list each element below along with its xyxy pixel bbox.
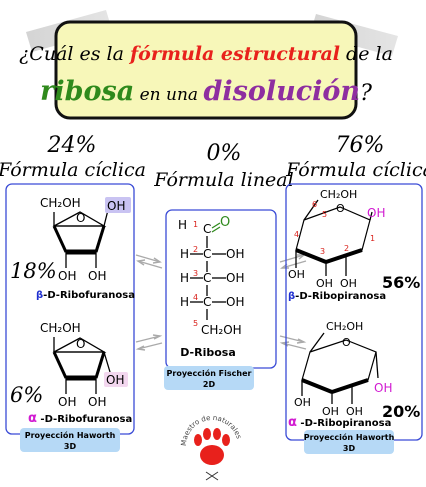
aldehyde-o: O (220, 215, 230, 230)
c2-oh: OH (340, 277, 357, 290)
svg-text:5: 5 (322, 210, 327, 219)
alpha-ribopyranose: CH₂OH O OH OH OH OH (294, 320, 392, 418)
logo-tool (205, 471, 219, 481)
left-caption-line1: Proyección Haworth (25, 430, 116, 440)
alpha-furanose-name: α -D-Ribofuranosa (28, 411, 132, 426)
c3-h: H (180, 271, 189, 285)
svg-text:4: 4 (193, 293, 198, 302)
anomeric-oh-highlight (104, 372, 128, 387)
anomeric-oh: OH (367, 206, 385, 220)
anomeric-oh-highlight (105, 197, 131, 213)
logo-text: Maestro de naturales (180, 414, 243, 446)
c1: C (203, 222, 211, 236)
c3-oh: OH (58, 269, 76, 283)
right-caption-line1: Proyección Haworth (304, 432, 395, 442)
left-label: Fórmula cíclica (0, 159, 146, 181)
c5-ch2oh: CH₂OH (320, 188, 357, 201)
paw-logo: Maestro de naturales (180, 414, 243, 481)
c4-oh: OH (288, 268, 305, 281)
middle-caption-line1: Proyección Fischer (167, 368, 252, 378)
middle-caption-line2: 2D (203, 380, 216, 389)
ring-oxygen: O (76, 337, 85, 351)
c4: C (203, 295, 211, 309)
middle-panel-frame (165, 209, 277, 369)
c5-ch2oh: CH₂OH (40, 196, 81, 210)
alpha-ribofuranose: CH₂OH O OH OH OH (40, 321, 128, 409)
c3: C (203, 271, 211, 285)
right-panel: CH₂OH 6 O 5 4 3 2 1 OH OH OH OH β-D-Ribo… (285, 183, 423, 454)
svg-text:2: 2 (344, 244, 349, 253)
svg-text:3: 3 (320, 247, 325, 256)
beta-pyranose-name: β-D-Ribopiranosa (288, 291, 386, 302)
c2-oh: OH (346, 405, 363, 418)
alpha-pyranose-percent: 20% (382, 402, 420, 421)
c2: C (203, 247, 211, 261)
svg-text:1: 1 (370, 234, 375, 243)
paw-pad (200, 445, 224, 465)
paw-toe (222, 434, 230, 446)
c4-oh: OH (294, 396, 311, 409)
beta-ribofuranose: CH₂OH O OH OH OH (40, 196, 131, 283)
c3-oh: OH (226, 271, 244, 285)
equilibrium-arrow-right-bottom (279, 335, 307, 350)
equilibrium-arrow-right-top (279, 254, 307, 269)
equilibrium-arrow-left-bottom (135, 334, 163, 351)
left-caption-line2: 3D (64, 442, 77, 451)
anomeric-oh: OH (107, 199, 125, 213)
ring-oxygen: O (336, 202, 345, 215)
title-line1: ¿Cuál es la fórmula estructural de la (19, 43, 393, 65)
title-frame (54, 20, 358, 120)
equilibrium-arrow-left-top (135, 254, 163, 269)
svg-text:5: 5 (193, 319, 198, 328)
svg-text:6: 6 (312, 200, 317, 209)
paw-toe (194, 434, 202, 446)
c2-h: H (180, 247, 189, 261)
left-panel: CH₂OH O OH OH OH 18% β-D-Ribofuranosa CH… (5, 183, 135, 452)
c2-oh: OH (88, 269, 106, 283)
beta-furanose-name: β-D-Ribofuranosa (36, 290, 135, 301)
svg-text:3: 3 (193, 269, 198, 278)
fischer-name: D-Ribosa (180, 346, 236, 359)
svg-text:1: 1 (193, 220, 198, 229)
c2-oh: OH (226, 247, 244, 261)
c1-h: H (178, 218, 187, 232)
c3-oh: OH (58, 395, 76, 409)
c3-oh: OH (316, 277, 333, 290)
c4-h: H (180, 295, 189, 309)
right-caption (304, 430, 394, 454)
svg-text:4: 4 (294, 230, 299, 239)
c5-ch2oh: CH₂OH (201, 323, 242, 337)
beta-furanose-percent: 18% (10, 259, 57, 283)
c2-oh: OH (88, 395, 106, 409)
c4-oh: OH (226, 295, 244, 309)
left-percent: 24% (47, 133, 97, 158)
c5-ch2oh: CH₂OH (326, 320, 363, 333)
svg-text:2: 2 (193, 245, 198, 254)
left-caption (20, 428, 120, 452)
fischer-projection: H 1 C O H 2 C OH H 3 C OH H 4 C (178, 215, 244, 337)
anomeric-oh: OH (374, 381, 392, 395)
equilibrium-arrows (135, 254, 307, 351)
title-box: ¿Cuál es la fórmula estructural de la ri… (19, 10, 398, 120)
paw-toe (203, 428, 211, 440)
right-caption-line2: 3D (343, 444, 356, 453)
title-line2: ribosa en una disolución? (40, 76, 372, 107)
right-percent: 76% (336, 133, 385, 158)
alpha-pyranose-name: α -D-Ribopiranosa (288, 415, 391, 430)
ring-oxygen: O (342, 336, 351, 349)
middle-label: Fórmula lineal (153, 169, 293, 191)
ring-oxygen: O (76, 211, 85, 225)
beta-pyranose-percent: 56% (382, 273, 420, 292)
alpha-furanose-percent: 6% (10, 383, 43, 407)
beta-ribopyranose: CH₂OH 6 O 5 4 3 2 1 OH OH OH OH (288, 188, 385, 290)
middle-caption (164, 366, 254, 390)
right-label: Fórmula cíclica (285, 159, 426, 181)
c5-ch2oh: CH₂OH (40, 321, 81, 335)
paw-toe (213, 428, 221, 440)
middle-panel: H 1 C O H 2 C OH H 3 C OH H 4 C (164, 209, 277, 390)
anomeric-oh: OH (106, 373, 124, 387)
c3-oh: OH (322, 405, 339, 418)
middle-percent: 0% (207, 141, 242, 166)
